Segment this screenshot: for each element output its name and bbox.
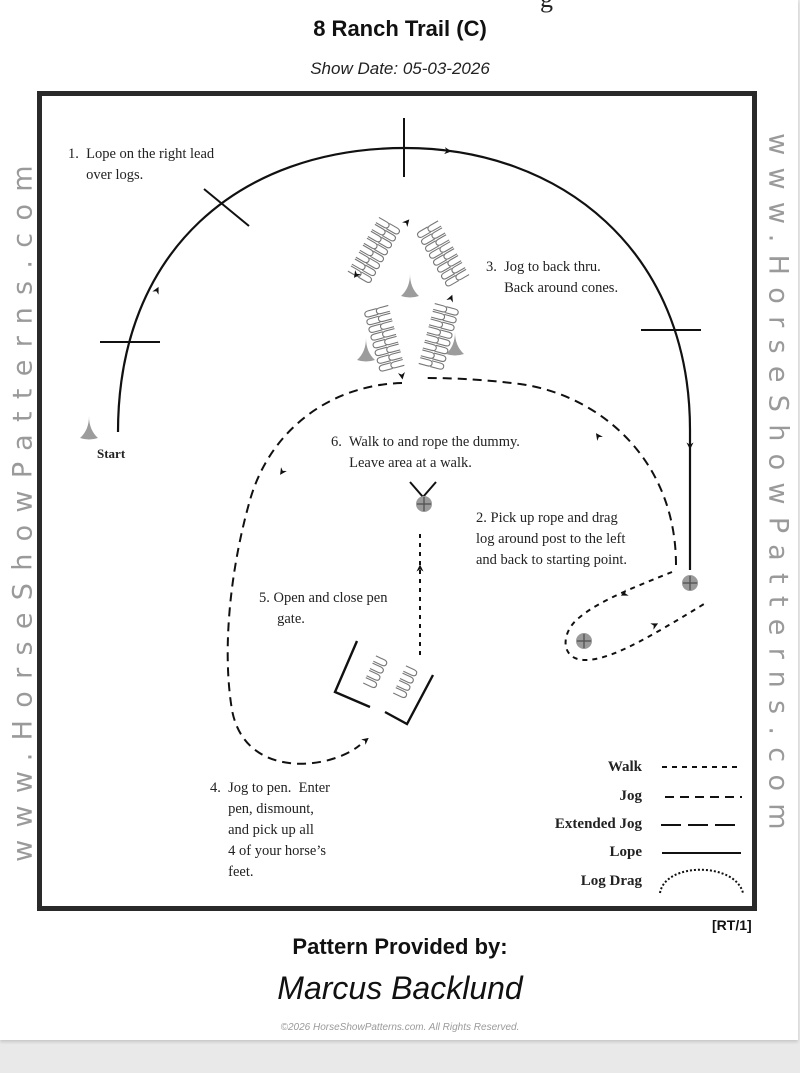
instruction-5: 5. Open and close pen gate. bbox=[259, 590, 388, 627]
legend-walk-label: Walk bbox=[607, 759, 642, 775]
legend-log-drag-line bbox=[659, 868, 744, 894]
drag-post-icon bbox=[575, 632, 593, 650]
jog-path-to-pen bbox=[226, 382, 403, 765]
cone-icon bbox=[357, 338, 375, 362]
log-2 bbox=[203, 188, 250, 227]
cut-off-heading: g bbox=[540, 0, 553, 12]
pattern-title: 8 Ranch Trail (C) bbox=[313, 16, 487, 41]
copyright-notice: ©2026 HorseShowPatterns.com. All Rights … bbox=[280, 1022, 520, 1033]
show-date: Show Date: 05-03-2026 bbox=[310, 59, 490, 78]
instruction-3: 3. Jog to back thru. Back around cones. bbox=[486, 259, 619, 296]
instruction-4: 4. Jog to pen. Enter pen, dismount, and … bbox=[210, 780, 331, 880]
start-cone-icon bbox=[80, 416, 98, 440]
legend-swatches bbox=[659, 766, 744, 894]
start-label: Start bbox=[97, 446, 126, 461]
legend-log-drag-label: Log Drag bbox=[580, 873, 642, 889]
legend-lope-label: Lope bbox=[609, 844, 642, 860]
provided-by-label: Pattern Provided by: bbox=[292, 934, 508, 959]
pen-icon bbox=[333, 640, 435, 726]
cone-icon bbox=[401, 274, 419, 298]
pattern-page: g 8 Ranch Trail (C) Show Date: 05-03-202… bbox=[0, 0, 798, 1040]
drag-post-icon bbox=[681, 574, 699, 592]
arena-border bbox=[37, 91, 757, 911]
pattern-code: [RT/1] bbox=[712, 917, 752, 933]
legend-jog-label: Jog bbox=[619, 788, 643, 804]
pattern-author: Marcus Backlund bbox=[277, 970, 523, 1006]
cone-icon bbox=[446, 332, 464, 356]
instruction-1: 1. Lope on the right lead over logs. bbox=[68, 146, 215, 183]
lope-path bbox=[116, 146, 692, 570]
jog-path-return bbox=[424, 377, 677, 566]
legend-extended-jog-label: Extended Jog bbox=[554, 816, 642, 832]
instruction-6: 6. Walk to and rope the dummy. Leave are… bbox=[331, 434, 520, 471]
roping-dummy-icon bbox=[409, 481, 437, 513]
instruction-2: 2. Pick up rope and drag log around post… bbox=[476, 510, 628, 568]
